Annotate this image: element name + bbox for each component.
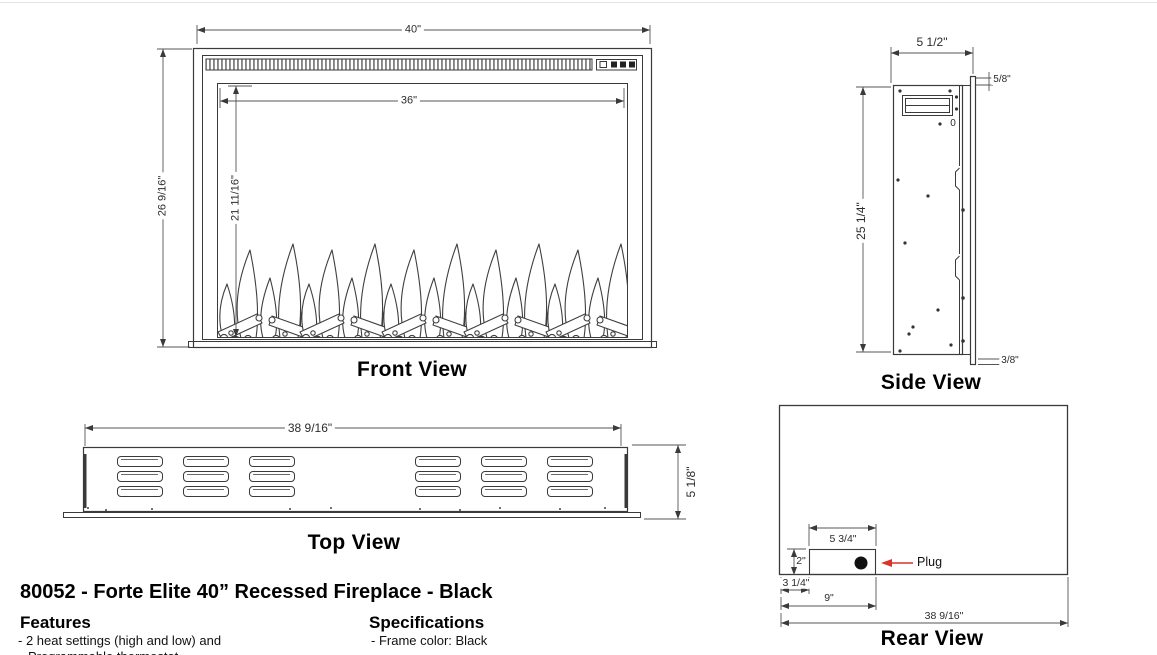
side-top-flange-dim: 5/8" [991, 74, 1013, 85]
specifications-heading: Specifications [369, 613, 485, 632]
feature-item: - 2 heat settings (high and low) and [18, 633, 222, 648]
rear-width-dim: 38 9/16" [921, 611, 967, 622]
product-title: 80052 - Forte Elite 40” Recessed Firepla… [20, 581, 493, 603]
features-heading: Features [20, 613, 91, 632]
top-view-title: Top View [307, 531, 401, 554]
side-height-dim: 25 1/4" [854, 199, 868, 243]
front-inner-height-dim: 21 11/16" [230, 172, 242, 224]
specification-item: - Frame color: Black [371, 633, 488, 648]
front-view-title: Front View [357, 358, 467, 381]
side-view-title: Side View [880, 371, 982, 394]
front-inner-width-dim: 36" [397, 95, 421, 107]
side-depth-dim: 5 1/2" [913, 36, 951, 48]
side-marker: 0 [950, 118, 956, 129]
rear-plug-offset-dim: 9" [821, 593, 837, 604]
top-width-dim: 38 9/16" [284, 422, 336, 434]
page-top-border [0, 2, 1157, 3]
feature-item: Programmable thermostat [28, 649, 178, 655]
front-width-dim: 40" [401, 24, 425, 36]
rear-cutout-width-dim: 5 3/4" [826, 534, 860, 545]
top-depth-dim: 5 1/8" [684, 463, 698, 501]
front-height-dim: 26 9/16" [157, 172, 169, 220]
plug-callout-label: Plug [917, 555, 943, 569]
rear-view-title: Rear View [880, 627, 984, 650]
rear-side-offset-dim: 3 1/4" [779, 578, 813, 589]
rear-cutout-height-dim: 2" [796, 554, 806, 567]
side-bottom-flange-dim: 3/8" [999, 355, 1021, 366]
